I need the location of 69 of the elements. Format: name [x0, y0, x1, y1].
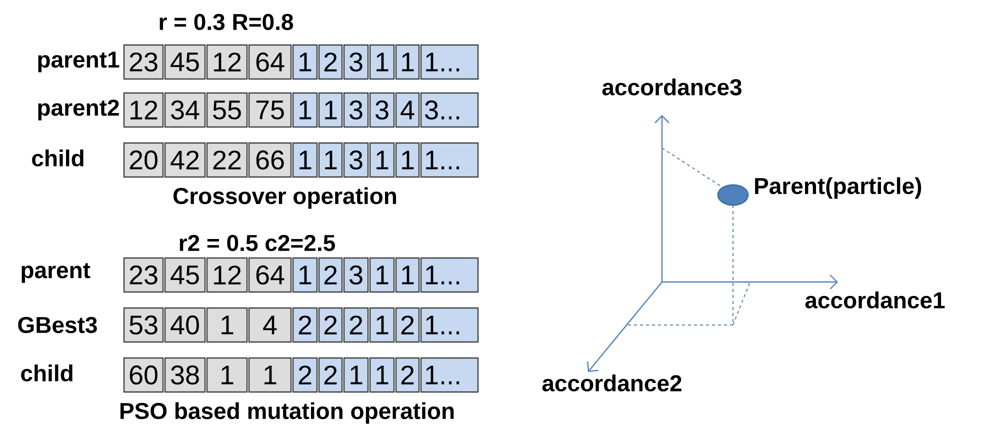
operation-title: Crossover operation — [173, 187, 396, 209]
array-cell: 1 — [206, 307, 248, 343]
array-cell: 20 — [123, 142, 164, 178]
array-cell: 2 — [318, 44, 343, 80]
array-cell: 40 — [164, 307, 206, 343]
array-cell: 1 — [292, 142, 318, 178]
array-cell: 1 — [206, 357, 248, 393]
array-cell: 55 — [206, 92, 248, 128]
array-cell: 60 — [123, 357, 164, 393]
array-cell: 1 — [395, 44, 420, 80]
array-cell: 23 — [123, 44, 164, 80]
row-label: child — [21, 364, 72, 382]
row-label: parent — [22, 263, 90, 283]
array-cell: 2 — [318, 357, 343, 393]
axis-label: accordance3 — [602, 78, 742, 96]
row-label: GBest3 — [18, 316, 97, 334]
axis-label: accordance2 — [542, 374, 682, 392]
array-cell: 75 — [248, 92, 292, 128]
array-cell: 3 — [343, 92, 369, 128]
array-cell: 4 — [248, 307, 292, 343]
array-cell: 1 — [318, 92, 343, 128]
array-cell: 66 — [248, 142, 292, 178]
array-cell: 3 — [343, 142, 369, 178]
param-label: r = 0.3 R=0.8 — [160, 14, 294, 30]
array-cell: 53 — [123, 307, 164, 343]
array-cell: 1 — [292, 92, 318, 128]
particle-dot — [717, 184, 749, 206]
param-label: r2 = 0.5 c2=2.5 — [180, 234, 335, 252]
axis-label: accordance1 — [805, 292, 945, 308]
array-cell: 38 — [164, 357, 206, 393]
array-cell: 1 — [395, 142, 420, 178]
array-cell: 1 — [318, 142, 343, 178]
array-cell: 1 — [369, 307, 395, 343]
array-cell: 2 — [395, 357, 420, 393]
array-cell: 2 — [395, 307, 420, 343]
array-cell: 1 — [369, 44, 395, 80]
array-cell: 34 — [164, 92, 206, 128]
array-cell: 12 — [206, 44, 248, 80]
array-cell: 45 — [164, 44, 206, 80]
array-cell: 12 — [206, 257, 248, 293]
array-cell: 45 — [164, 257, 206, 293]
array-cell: 64 — [248, 44, 292, 80]
array-cell: 1 — [369, 357, 395, 393]
array-cell: 2 — [292, 307, 318, 343]
array-cell: 1 — [369, 257, 395, 293]
array-cell: 1 — [292, 44, 318, 80]
array-cell: 22 — [206, 142, 248, 178]
array-cell: 1 — [395, 257, 420, 293]
array-cell: 2 — [318, 257, 343, 293]
array-cell: 4 — [395, 92, 420, 128]
array-cell: 64 — [248, 257, 292, 293]
particle-label: Parent(particle) — [755, 177, 922, 199]
array-cell: 3 — [343, 257, 369, 293]
array-cell: 1 — [292, 257, 318, 293]
array-cell: 12 — [123, 92, 164, 128]
array-cell: 1 — [343, 357, 369, 393]
array-cell: 1 — [248, 357, 292, 393]
operation-title: PSO based mutation operation — [120, 402, 454, 424]
array-cell: 2 — [292, 357, 318, 393]
array-cell: 23 — [123, 257, 164, 293]
row-label: child — [32, 150, 84, 166]
array-cell: 3 — [369, 92, 395, 128]
row-label: parent1 — [38, 52, 120, 72]
array-cell: 2 — [343, 307, 369, 343]
array-cell: 1 — [369, 142, 395, 178]
array-cell: 2 — [318, 307, 343, 343]
row-label: parent2 — [38, 100, 119, 120]
array-cell: 3 — [343, 44, 369, 80]
array-cell: 42 — [164, 142, 206, 178]
